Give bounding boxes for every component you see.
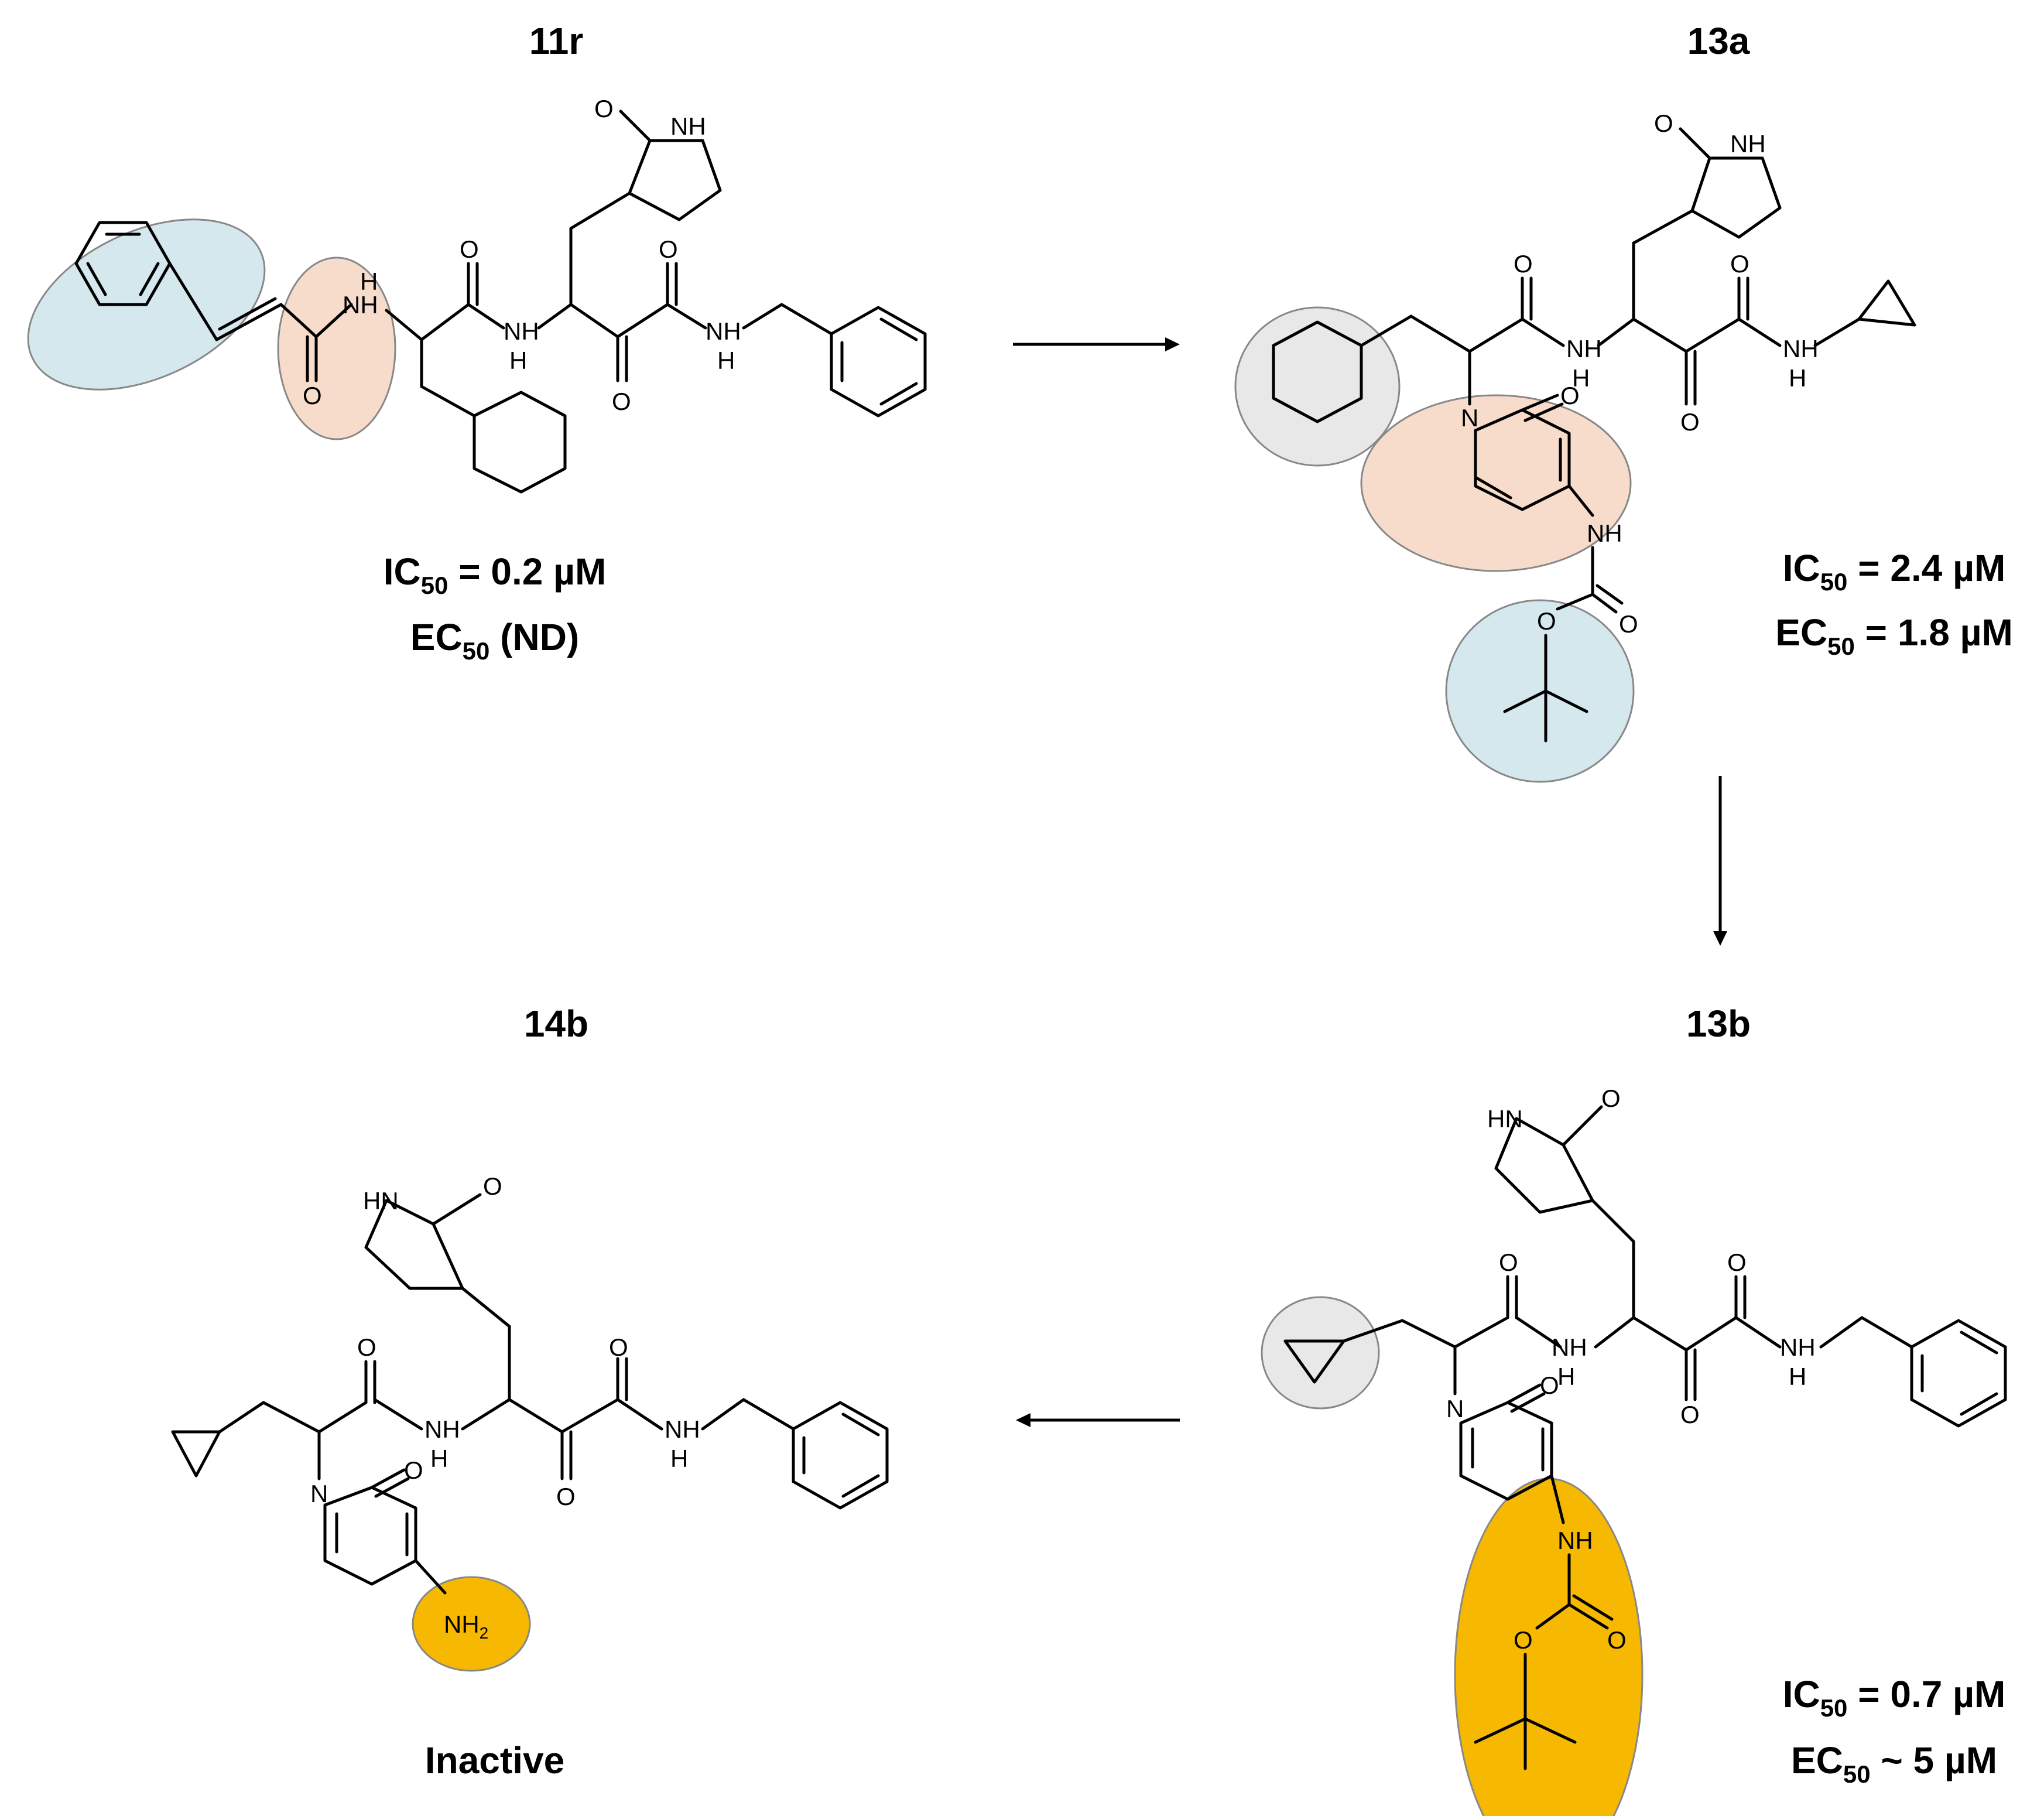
svg-text:O: O (1654, 110, 1673, 137)
highlight-13a-cyclohexyl (1234, 306, 1401, 467)
svg-text:O: O (357, 1333, 376, 1361)
svg-text:O: O (303, 382, 322, 409)
title-14b: 14b (524, 1003, 588, 1045)
svg-text:NH: NH (504, 317, 539, 345)
svg-text:O: O (609, 1333, 628, 1361)
structure-11r: O NH H O NH H O NH O O NH (74, 95, 927, 494)
structure-14b: O N O NH2 NH H HN O O O NH H (171, 1172, 889, 1642)
arrow-13a-to-13b (1713, 776, 1727, 946)
svg-text:NH: NH (670, 112, 706, 140)
svg-text:NH: NH (424, 1415, 460, 1443)
highlight-13b-cyclopropyl (1261, 1296, 1380, 1410)
svg-text:O: O (1680, 1401, 1700, 1428)
svg-text:O: O (460, 235, 479, 263)
svg-text:NH: NH (1783, 335, 1819, 362)
svg-text:H: H (670, 1445, 688, 1472)
title-13a: 13a (1687, 20, 1750, 62)
svg-text:O: O (1601, 1085, 1621, 1112)
title-13b: 13b (1686, 1003, 1751, 1045)
highlight-13a-tertbutyl (1445, 599, 1635, 783)
svg-text:H: H (1572, 364, 1590, 392)
svg-text:NH: NH (706, 317, 741, 345)
svg-text:O: O (1514, 250, 1533, 278)
svg-text:O: O (1730, 250, 1749, 278)
svg-text:O: O (612, 388, 631, 415)
svg-text:O: O (1499, 1249, 1518, 1276)
svg-text:NH: NH (1557, 1527, 1593, 1554)
highlight-14b-amine (412, 1576, 531, 1672)
svg-text:O: O (1537, 607, 1556, 635)
svg-text:N: N (1461, 404, 1478, 432)
svg-text:NH: NH (1730, 130, 1766, 158)
highlight-11r-amide (277, 257, 396, 440)
ec50-13b: EC50 ~ 5 µM (1791, 1739, 1997, 1788)
svg-text:O: O (483, 1172, 502, 1200)
svg-text:NH: NH (1566, 335, 1602, 362)
svg-text:NH: NH (1780, 1333, 1816, 1361)
ec50-11r: EC50 (ND) (410, 616, 579, 665)
ic50-13a: IC50 = 2.4 µM (1783, 547, 2006, 596)
svg-text:NH: NH (1552, 1333, 1587, 1361)
svg-text:O: O (1680, 408, 1700, 436)
svg-text:H: H (360, 268, 378, 295)
svg-text:H: H (1557, 1363, 1575, 1390)
arrow-11r-to-13a (1013, 337, 1180, 351)
svg-text:NH: NH (665, 1415, 700, 1443)
svg-text:H: H (1789, 1363, 1806, 1390)
svg-text:O: O (556, 1483, 576, 1510)
svg-text:O: O (1540, 1372, 1559, 1399)
svg-text:N: N (310, 1480, 328, 1507)
svg-text:O: O (1560, 382, 1580, 409)
svg-text:O: O (404, 1456, 423, 1484)
svg-text:NH: NH (1587, 519, 1622, 547)
arrow-13b-to-14b (1016, 1413, 1180, 1427)
svg-text:N: N (1446, 1395, 1464, 1422)
svg-text:O: O (594, 95, 614, 122)
svg-text:H: H (430, 1445, 448, 1472)
svg-text:NH: NH (343, 291, 378, 319)
svg-text:O: O (1607, 1626, 1627, 1654)
highlights (27, 218, 1644, 1816)
svg-text:O: O (1619, 610, 1638, 638)
structure-13b: O N O NH O O NH H HN O O (1283, 1085, 2007, 1770)
title-11r: 11r (529, 20, 584, 62)
svg-text:H: H (717, 347, 735, 374)
activity-14b: Inactive (425, 1739, 564, 1781)
amine-14b: NH2 (444, 1610, 488, 1642)
svg-text:HN: HN (363, 1187, 399, 1215)
structure-13a: N O NH O O O NH H O NH (1272, 110, 1916, 743)
ec50-13a: EC50 = 1.8 µM (1775, 611, 2013, 660)
ic50-13b: IC50 = 0.7 µM (1783, 1673, 2006, 1722)
highlight-13a-pyridone (1360, 394, 1632, 572)
svg-text:H: H (1789, 364, 1806, 392)
svg-text:HN: HN (1487, 1105, 1523, 1133)
svg-text:H: H (509, 347, 527, 374)
ic50-11r: IC50 = 0.2 µM (384, 550, 607, 599)
svg-text:O: O (1727, 1249, 1747, 1276)
svg-text:O: O (659, 235, 678, 263)
svg-text:O: O (1514, 1626, 1533, 1654)
